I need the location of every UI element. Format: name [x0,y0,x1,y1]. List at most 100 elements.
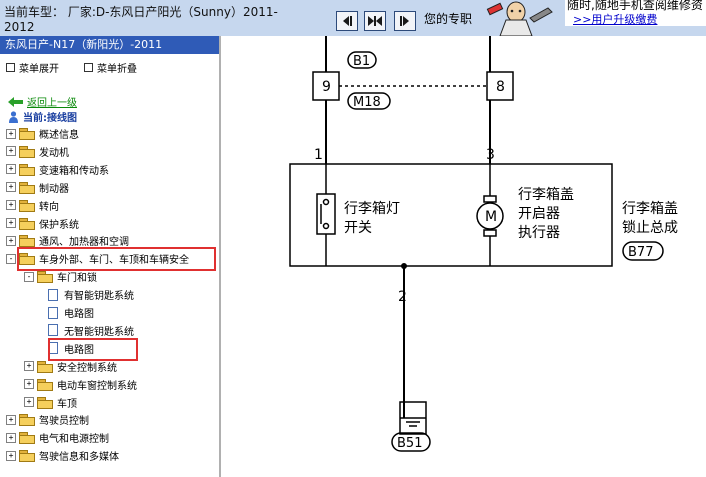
collapse-toggle-icon[interactable]: - [24,271,34,282]
pin-box-8 [486,71,514,101]
tree-folder-item[interactable]: - 车门和锁 [24,268,97,285]
current-label: 当前:接线图 [23,113,77,124]
label-actuator-1: 行李箱盖 [518,187,574,203]
tree-item-label: 车门和锁 [57,273,97,285]
label-assembly-1: 行李箱盖 [622,201,678,217]
expand-toggle-icon[interactable]: + [6,146,16,157]
tree-item-label: 通风、加热器和空调 [39,237,129,249]
ground-box [399,401,427,435]
document-icon [48,324,58,337]
junction-dot [401,263,407,269]
expand-toggle-icon[interactable]: + [6,128,16,139]
tree-folder-item[interactable]: + 转向 [6,197,59,214]
assembly-box [289,163,613,267]
expand-toggle-icon[interactable]: + [6,164,16,175]
collapse-icon [84,63,93,72]
expand-toggle-icon[interactable]: + [6,432,16,443]
tree-folder-item[interactable]: +电动车窗控制系统 [24,376,137,393]
expand-toggle-icon[interactable]: + [24,361,34,372]
tree-item-label: 概述信息 [39,130,79,141]
next-arrow-icon [400,16,409,26]
label-pin-8: 8 [496,79,505,95]
tree-folder-item[interactable]: + 通风、加热器和空调 [6,232,129,249]
wiring-diagram: B1 M18 9 8 1 3 2 行李箱灯 开关 M 行李箱盖 开启器 执行器 … [289,36,678,452]
prev-arrow-icon [343,16,352,26]
back-link[interactable]: 返回上一级 [8,94,77,109]
tree-doc-item[interactable]: 无智能钥匙系统 [48,322,134,339]
tree-doc-item[interactable]: 电路图 [48,304,94,321]
tree-item-label: 有智能钥匙系统 [64,291,134,303]
highlight-box-body [17,247,216,271]
sidebar-splitter[interactable] [219,36,221,477]
expand-toggle-icon[interactable]: + [6,414,16,425]
tree-folder-item[interactable]: +制动器 [6,179,69,196]
expand-toggle-icon[interactable]: + [24,397,34,407]
folder-icon [37,360,53,373]
folder-icon [19,163,35,176]
folder-icon [19,235,35,248]
expand-toggle-icon[interactable]: + [6,235,16,246]
label-pin-9: 9 [322,79,331,95]
tree-doc-item[interactable]: 有智能钥匙系统 [48,286,134,303]
tree-item-label: 发动机 [39,147,69,159]
tree-item-label: 驾驶信息和多媒体 [39,452,119,464]
label-actuator-2: 开启器 [518,206,560,222]
highlight-box-circuit [48,338,138,361]
folder-icon [19,181,35,194]
label-actuator-3: 执行器 [518,225,560,241]
tree-item-label: 安全控制系统 [57,362,117,374]
top-bar: 当前车型： 厂家:D-东风日产阳光（Sunny）2011- 2012 您的专职 … [0,0,706,36]
folder-icon [37,396,53,409]
tree-item-label: 车顶 [57,398,77,410]
mechanic-mascot-icon [486,1,553,36]
label-pin-3: 3 [486,147,495,163]
next-panel-button[interactable] [394,11,416,31]
tree-folder-item[interactable]: + 驾驶信息和多媒体 [6,447,119,464]
tree-item-label: 转向 [39,201,59,213]
tree-folder-item[interactable]: + 发动机 [6,143,69,160]
tree-folder-item[interactable]: + 概述信息 [6,125,79,142]
current-vehicle: 当前车型： 厂家:D-东风日产阳光（Sunny）2011- 2012 [4,5,330,35]
folder-icon [19,253,35,266]
folder-icon [19,128,35,140]
upgrade-link[interactable]: >>用户升级缴费 [573,13,658,26]
tree-folder-item[interactable]: -车身外部、车门、车顶和车辆安全 [6,250,189,267]
tree-item-label: 无智能钥匙系统 [64,326,134,338]
expand-toggle-icon[interactable]: + [6,450,16,461]
folder-icon [37,271,53,284]
collapse-all-button[interactable]: 菜单折叠 [84,60,137,75]
ground-b51-oval [391,432,431,452]
tree-item-label: 电气和电源控制 [39,434,109,446]
prev-panel-button[interactable] [336,11,358,31]
connector-m18-oval [347,92,391,110]
label-m18: M18 [353,95,381,110]
label-b1: B1 [353,54,370,69]
expand-toggle-icon[interactable]: + [6,182,16,193]
label-b51: B51 [397,436,422,451]
vehicle-line-2: 2012 [4,20,35,34]
tree-folder-item[interactable]: + 电气和电源控制 [6,429,109,446]
tree-folder-item[interactable]: +驾驶员控制 [6,411,89,428]
expand-toggle-icon[interactable]: + [6,200,16,211]
shrink-arrows-icon [368,16,382,26]
toggle-panel-button[interactable] [364,11,386,31]
expand-toggle-icon[interactable]: + [24,379,34,390]
folder-icon [19,199,35,212]
tree-folder-item[interactable]: + 安全控制系统 [24,358,117,375]
collapse-toggle-icon[interactable]: - [6,253,16,264]
label-pin-1: 1 [314,147,323,163]
folder-icon [19,217,35,230]
tree-folder-item[interactable]: + 保护系统 [6,215,79,232]
upgrade-box: 随时,随地手机查阅维修资 >>用户升级缴费 [565,0,706,26]
folder-icon [19,414,35,427]
sidebar: 东风日产-N17（新阳光）-2011 菜单展开 菜单折叠 返回上一级 当前:接线… [0,36,220,477]
expand-toggle-icon[interactable]: + [6,218,16,228]
tree-item-label: 保护系统 [39,219,79,231]
document-icon [48,306,58,319]
expand-icon [6,63,15,72]
tree-folder-item[interactable]: + 车顶 [24,394,77,411]
label-pin-2: 2 [398,289,407,305]
expand-all-button[interactable]: 菜单展开 [6,60,59,75]
tree-folder-item[interactable]: +变速箱和传动系 [6,161,109,178]
label-assembly-2: 锁止总成 [622,220,678,236]
